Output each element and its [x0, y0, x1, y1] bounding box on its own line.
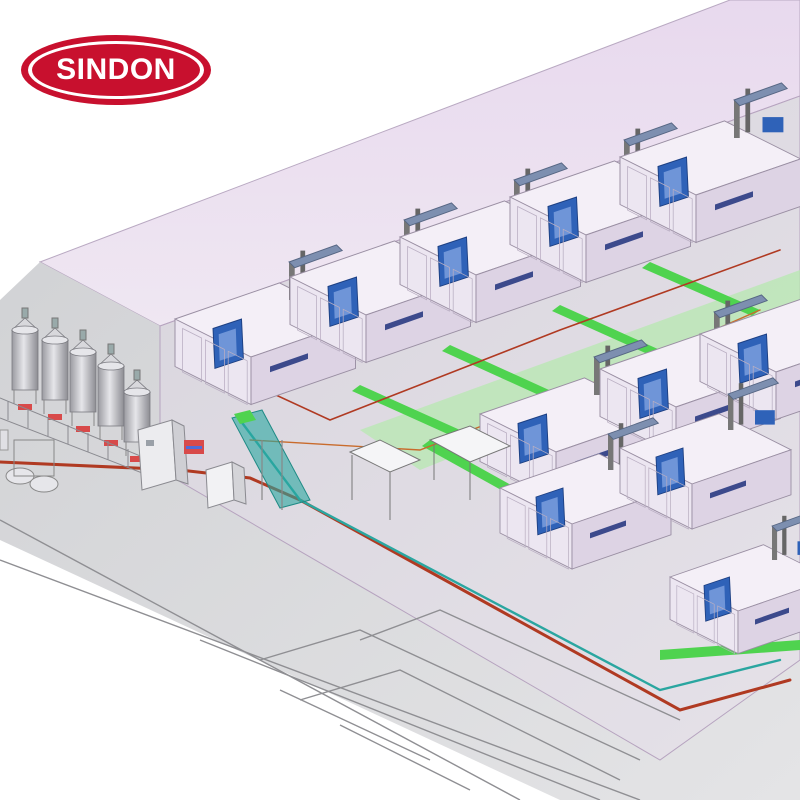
logo-container: SINDON	[20, 34, 212, 106]
silo-bank	[0, 307, 152, 477]
pipe-rack-icon	[231, 409, 311, 510]
conveyor-table	[348, 425, 512, 520]
control-cabinet-icon	[137, 419, 189, 491]
injection-molding-machine-icon	[668, 515, 800, 655]
silo-icon	[40, 317, 70, 420]
injection-molding-machine-icon	[618, 82, 800, 244]
silo-frame	[0, 397, 151, 477]
floor-grid	[0, 519, 681, 800]
silo-icon	[96, 343, 126, 446]
sindon-logo	[21, 35, 211, 105]
dryer-icon	[184, 440, 247, 509]
injection-molding-machine-icon	[618, 377, 793, 530]
injection-molding-machine-icon	[698, 298, 800, 421]
main-aisle	[360, 270, 800, 470]
logo-inner-fill	[32, 44, 200, 96]
chiller-unit-icon	[0, 429, 59, 493]
logo-text: SINDON	[56, 53, 176, 86]
silo-icon	[10, 307, 40, 410]
machine-array	[173, 82, 800, 655]
silo-icon	[68, 329, 98, 432]
